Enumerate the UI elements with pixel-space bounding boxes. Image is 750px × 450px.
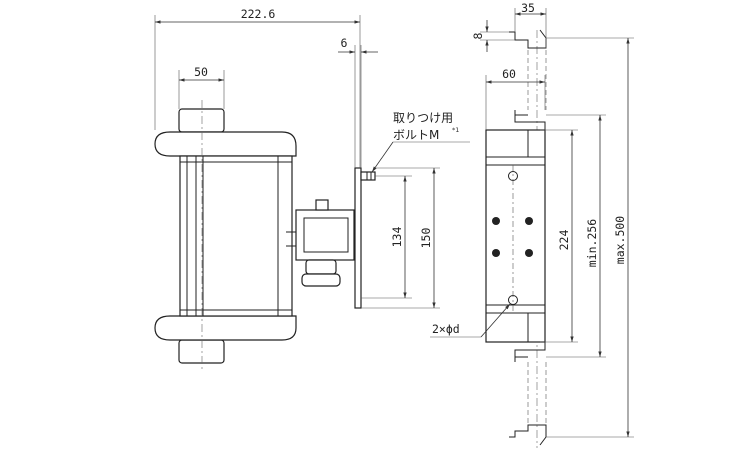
dim-clamp-width: 50: [194, 65, 208, 79]
hole-callout: 2×ϕd: [432, 322, 460, 336]
inner-hole-1: [492, 217, 500, 225]
dim-top-width: 35: [521, 1, 535, 15]
bottom-bracket-hook: [514, 342, 546, 362]
mounting-bolt: [360, 171, 376, 181]
side-view: [154, 100, 376, 372]
top-clamp-knob: [178, 108, 225, 133]
front-view-dimensions: 35 8 60 224 min.256 max.500 2×ϕd: [430, 1, 634, 438]
inner-hole-4: [525, 249, 533, 257]
dim-mount-134: 134: [390, 227, 404, 248]
dim-span-224: 224: [557, 230, 571, 251]
top-pole-cap: [509, 29, 547, 49]
inner-hole-3: [492, 249, 500, 257]
side-view-dimensions: 222.6 50 6 取りつけ用 ボルトM *1 134 150: [154, 7, 470, 309]
dim-top-small: 8: [471, 32, 485, 39]
adjust-knob: [305, 259, 337, 275]
bottom-clamp-arm: [154, 315, 297, 341]
main-body: [179, 155, 293, 317]
top-bracket-hook: [514, 110, 546, 130]
mounting-plate: [354, 167, 362, 309]
inner-hole-2: [525, 217, 533, 225]
bolt-label-line1: 取りつけ用: [393, 111, 453, 125]
top-clamp-arm: [154, 131, 297, 157]
bottom-clamp-knob: [178, 339, 225, 364]
dim-front-width: 60: [502, 67, 516, 81]
bottom-pole-cap: [509, 424, 547, 446]
dim-max-500: max.500: [613, 216, 627, 265]
bolt-label-note: *1: [452, 126, 459, 134]
dim-overall-width: 222.6: [241, 7, 276, 21]
dim-mount-150: 150: [419, 228, 433, 249]
front-plate: [485, 129, 546, 343]
bracket-top-screw: [315, 199, 329, 211]
dim-plate-thickness: 6: [341, 36, 348, 50]
dim-min-256: min.256: [585, 219, 599, 268]
bolt-label-line2: ボルトM: [393, 128, 439, 142]
front-view: [485, 29, 547, 448]
